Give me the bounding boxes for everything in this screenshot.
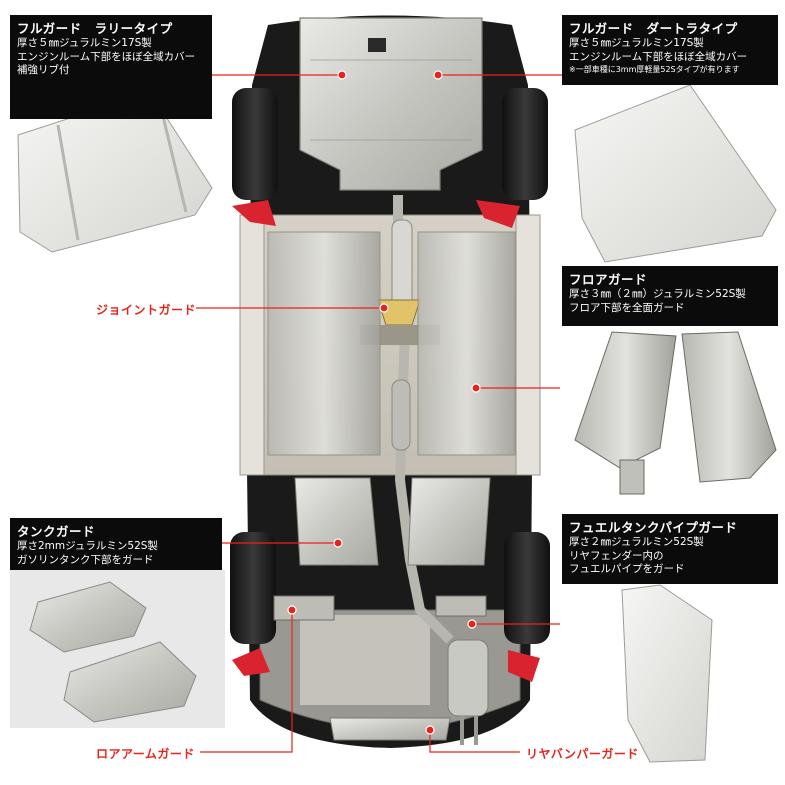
rear-right-tire [504,532,550,644]
leader-lines [196,74,562,753]
panel-dirt-line-1: 厚さ５㎜ジュラルミン17S製 [569,37,704,49]
mud-flaps [232,200,540,682]
rear-left-tire [230,532,276,644]
panel-rally-line-2: エンジンルーム下部をほぼ全域カバー [17,50,196,63]
panel-fuelpipe-line-2: リヤフェンダー内の [569,549,664,562]
dirt-guard-photo [574,84,777,263]
front-left-tire [232,88,278,200]
panel-rally-type: フルガード ラリータイプ 厚さ５㎜ジュラルミン17S製 エンジンルーム下部をほぼ… [10,15,212,123]
panel-rally-title: フルガード ラリータイプ [17,21,173,36]
panel-tank-line-1: 厚さ2mmジュラルミン52S製 [17,540,158,552]
tank-guard-photo [10,570,225,728]
panel-dirt-title: フルガード ダートラタイプ [569,21,738,36]
panel-floor-line-2: フロア下部を全面ガード [569,301,685,314]
callout-joint-guard: ジョイントガード [96,303,197,317]
front-full-guard [299,17,483,191]
callout-rear-bumper-guard: リヤバンパーガード [526,747,639,761]
lower-arm-guard-parts [273,595,487,621]
front-right-tire [502,88,548,200]
fuelpipe-guard-photo [621,584,713,763]
rally-guard-photo [17,91,213,253]
panel-tank-title: タンクガード [17,524,96,539]
panel-rally-line-3: 補強リブ付 [17,64,70,76]
panel-rally-line-1: 厚さ５㎜ジュラルミン17S製 [17,37,152,49]
floor-guard-photo [574,331,777,495]
callout-lower-arm-guard: ロアアームガード [96,747,195,761]
panel-tank-guard: タンクガード 厚さ2mmジュラルミン52S製 ガソリンタンク下部をガード [10,518,222,570]
leader-dots [287,70,481,735]
panel-fuelpipe-line-1: 厚さ２㎜ジュラルミン52S製 [569,536,704,548]
panel-fuel-pipe-guard: フュエルタンクパイプガード 厚さ２㎜ジュラルミン52S製 リヤフェンダー内の フ… [562,514,778,584]
panel-floor-title: フロアガード [569,272,648,287]
panel-dirt-line-2: エンジンルーム下部をほぼ全域カバー [569,50,748,63]
panel-floor-line-1: 厚さ３㎜（２㎜）ジュラルミン52S製 [569,288,746,300]
panel-dirt-type: フルガード ダートラタイプ 厚さ５㎜ジュラルミン17S製 エンジンルーム下部をほ… [562,15,778,85]
panel-floor-guard: フロアガード 厚さ３㎜（２㎜）ジュラルミン52S製 フロア下部を全面ガード [562,266,778,326]
panel-tank-line-2: ガソリンタンク下部をガード [17,553,154,566]
panel-fuelpipe-title: フュエルタンクパイプガード [569,520,738,535]
panel-fuelpipe-line-3: フュエルパイプをガード [569,563,685,575]
panel-dirt-note: ※一部車種に3mm厚軽量52Sタイプが有ります [569,65,740,74]
floor-guard-panels [267,231,516,456]
rear-bumper-guard-part [329,717,451,741]
